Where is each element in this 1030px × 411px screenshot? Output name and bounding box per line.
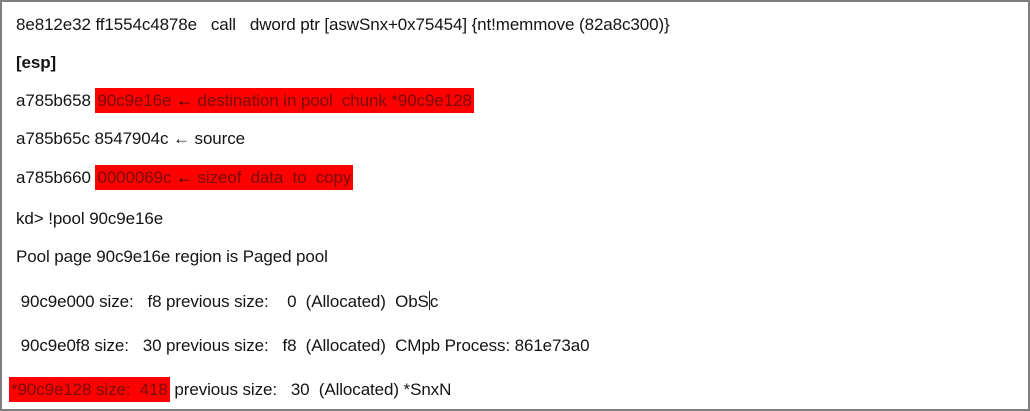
stack-entry-source: a785b65c 8547904c ← source — [16, 127, 1018, 151]
pool-chunk-2-text: 90c9e0f8 size: 30 previous size: f8 (All… — [16, 336, 590, 355]
pool-page-info-line: Pool page 90c9e16e region is Paged pool — [16, 245, 1018, 269]
destination-highlight: 90c9e16e ← destination in pool chunk *90… — [95, 88, 474, 113]
pool-chunk-1-text-after-cursor: c — [429, 292, 439, 311]
left-arrow-icon: ← — [175, 168, 193, 187]
left-arrow-icon: ← — [173, 129, 190, 148]
stack-entry-size: a785b660 0000069c ← sizeof data to copy — [16, 165, 1018, 190]
size-highlight: 0000069c ← sizeof data to copy — [95, 165, 354, 190]
pool-chunk-1-text: 90c9e000 size: f8 previous size: 0 (Allo… — [16, 292, 429, 311]
esp-header: [esp] — [16, 51, 1018, 75]
pool-page-info-text: Pool page 90c9e16e region is Paged pool — [16, 247, 328, 266]
kd-command-line: kd> !pool 90c9e16e — [16, 207, 1018, 231]
pool-chunk-row-2: 90c9e0f8 size: 30 previous size: f8 (All… — [16, 334, 1018, 358]
destination-value: 90c9e16e — [97, 91, 176, 110]
esp-header-text: [esp] — [16, 53, 57, 72]
disassembly-text: 8e812e32 ff1554c4878e call dword ptr [as… — [16, 15, 670, 34]
pool-chunk-row-1: 90c9e000 size: f8 previous size: 0 (Allo… — [16, 290, 1018, 314]
disassembly-line: 8e812e32 ff1554c4878e call dword ptr [as… — [16, 13, 1018, 37]
kd-command-text: kd> !pool 90c9e16e — [16, 209, 164, 228]
stack-address-value: a785b65c 8547904c — [16, 129, 174, 148]
source-note: source — [189, 129, 246, 148]
pool-chunk-3-rest: previous size: 30 (Allocated) *SnxN — [169, 380, 452, 399]
stack-entry-destination: a785b658 90c9e16e ← destination in pool … — [16, 88, 1018, 113]
stack-address: a785b658 — [16, 91, 96, 110]
left-arrow-icon: ← — [175, 91, 193, 110]
size-note: sizeof data to copy — [192, 168, 352, 187]
stack-address: a785b660 — [16, 168, 96, 187]
text-cursor — [428, 291, 430, 310]
pool-chunk-3-highlight: *90c9e128 size: 418 — [9, 377, 170, 402]
pool-chunk-row-3: *90c9e128 size: 418 previous size: 30 (A… — [9, 377, 1018, 402]
destination-note: destination in pool chunk *90c9e128 — [192, 91, 472, 110]
size-value: 0000069c — [97, 168, 176, 187]
